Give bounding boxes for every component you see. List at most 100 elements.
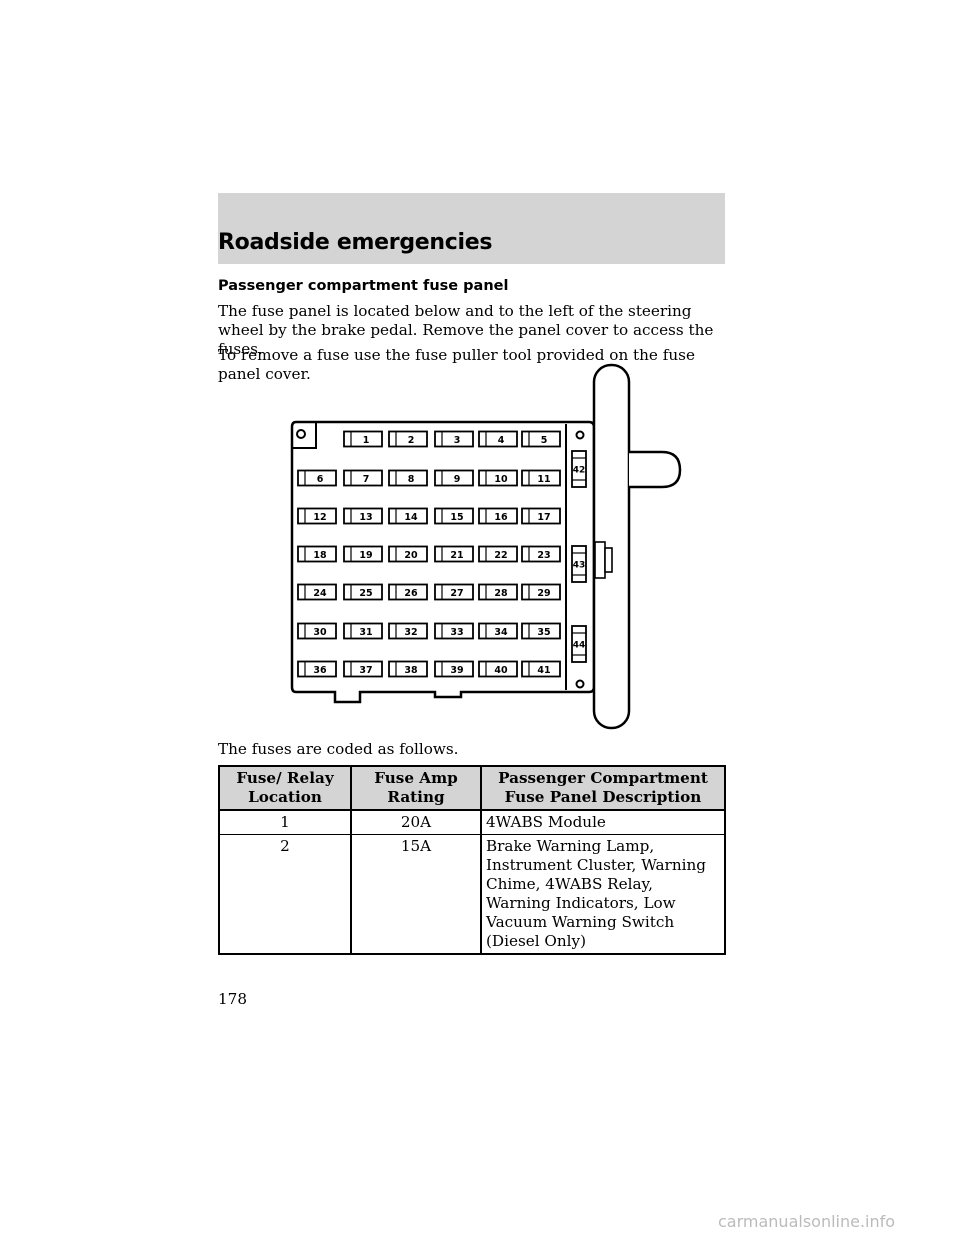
fuse-number: 43 <box>573 561 586 571</box>
fuse-slot: 12 <box>297 507 337 525</box>
fuse-slot: 26 <box>388 583 428 601</box>
fuse-number: 28 <box>494 588 508 599</box>
fuse-number: 16 <box>494 512 508 523</box>
fuse-slot: 3 <box>434 430 474 448</box>
relay-fuse-slot: 42 <box>571 450 587 488</box>
cell-amp-rating: 20A <box>350 809 482 835</box>
fuse-number: 8 <box>408 474 415 485</box>
fuse-number: 39 <box>450 665 463 676</box>
fuse-slot: 25 <box>343 583 383 601</box>
fuse-number: 13 <box>359 512 372 523</box>
header-description: Passenger Compartment Fuse Panel Descrip… <box>480 765 726 811</box>
fuse-slot: 35 <box>521 622 561 640</box>
watermark: carmanualsonline.info <box>718 1212 896 1231</box>
fuse-slot: 16 <box>478 507 518 525</box>
fuse-slot: 31 <box>343 622 383 640</box>
fuse-slot: 36 <box>297 660 337 678</box>
fuse-slot: 1 <box>343 430 383 448</box>
fuse-number: 30 <box>313 627 327 638</box>
paragraph-location: The fuse panel is located below and to t… <box>218 302 714 358</box>
cell-description: Brake Warning Lamp, Instrument Cluster, … <box>480 834 726 955</box>
fuse-number: 22 <box>494 550 507 561</box>
fuse-slot: 38 <box>388 660 428 678</box>
fuse-slot: 27 <box>434 583 474 601</box>
fuse-slot: 41 <box>521 660 561 678</box>
fuse-number: 41 <box>537 665 550 676</box>
fuse-slot: 34 <box>478 622 518 640</box>
fuse-number: 34 <box>494 627 508 638</box>
fuse-number: 26 <box>404 588 418 599</box>
fuse-slot: 14 <box>388 507 428 525</box>
fuse-number: 27 <box>450 588 463 599</box>
paragraph-removal: To remove a fuse use the fuse puller too… <box>218 346 695 383</box>
fuse-number: 24 <box>313 588 327 599</box>
fuse-slot: 7 <box>343 469 383 487</box>
cell-description: 4WABS Module <box>480 809 726 835</box>
table-header-row: Fuse/ Relay Location Fuse Amp Rating Pas… <box>218 765 726 811</box>
fuse-number: 6 <box>317 474 324 485</box>
fuse-slot: 33 <box>434 622 474 640</box>
fuse-slot: 9 <box>434 469 474 487</box>
fuse-slot: 28 <box>478 583 518 601</box>
fuse-number: 21 <box>450 550 463 561</box>
mounting-hole <box>575 679 585 689</box>
fuse-slot: 21 <box>434 545 474 563</box>
page-number: 178 <box>218 990 247 1008</box>
section-header-band <box>218 193 725 264</box>
section-title: Roadside emergencies <box>218 230 493 255</box>
fuse-number: 38 <box>404 665 418 676</box>
fuse-slot: 6 <box>297 469 337 487</box>
fuse-slot: 8 <box>388 469 428 487</box>
fuse-number: 25 <box>359 588 372 599</box>
fuse-number: 31 <box>359 627 372 638</box>
fuse-number: 42 <box>573 466 586 476</box>
fuse-number: 37 <box>359 665 372 676</box>
fuse-slot: 39 <box>434 660 474 678</box>
table-row: 1 20A 4WABS Module <box>218 809 726 835</box>
fuse-slot: 15 <box>434 507 474 525</box>
mounting-tab <box>292 422 317 449</box>
cover-latch-tab <box>629 450 682 489</box>
fuse-slot: 17 <box>521 507 561 525</box>
cell-amp-rating: 15A <box>350 834 482 955</box>
fuse-number: 1 <box>363 435 370 446</box>
fuse-slot: 20 <box>388 545 428 563</box>
fuse-number: 15 <box>450 512 463 523</box>
cell-location: 1 <box>218 809 352 835</box>
fuse-number: 17 <box>537 512 550 523</box>
connector-block <box>594 541 606 579</box>
fuse-slot: 22 <box>478 545 518 563</box>
fuse-number: 29 <box>537 588 550 599</box>
fuse-slot: 37 <box>343 660 383 678</box>
fuse-number: 12 <box>313 512 326 523</box>
fuse-slot: 10 <box>478 469 518 487</box>
fuse-number: 35 <box>537 627 550 638</box>
fuse-number: 3 <box>454 435 461 446</box>
fuse-number: 33 <box>450 627 463 638</box>
fuse-slot: 2 <box>388 430 428 448</box>
fuse-slot: 18 <box>297 545 337 563</box>
connector-block <box>604 547 613 573</box>
table-row: 2 15A Brake Warning Lamp, Instrument Clu… <box>218 834 726 955</box>
fuse-number: 10 <box>494 474 508 485</box>
fuse-slot: 24 <box>297 583 337 601</box>
relay-fuse-slot: 43 <box>571 545 587 583</box>
cell-location: 2 <box>218 834 352 955</box>
panel-cover-bracket <box>592 363 631 730</box>
subheading: Passenger compartment fuse panel <box>218 278 509 294</box>
fuse-number: 32 <box>404 627 417 638</box>
relay-fuse-slot: 44 <box>571 625 587 663</box>
fuse-table: Fuse/ Relay Location Fuse Amp Rating Pas… <box>218 765 726 955</box>
fuse-number: 5 <box>541 435 548 446</box>
fuse-slot: 29 <box>521 583 561 601</box>
header-location: Fuse/ Relay Location <box>218 765 352 811</box>
mounting-hole <box>296 429 306 439</box>
fuse-number: 19 <box>359 550 372 561</box>
fuse-slot: 4 <box>478 430 518 448</box>
fuse-slot: 40 <box>478 660 518 678</box>
fuse-number: 36 <box>313 665 327 676</box>
fuse-slot: 23 <box>521 545 561 563</box>
fuse-slot: 5 <box>521 430 561 448</box>
fuse-slot: 13 <box>343 507 383 525</box>
